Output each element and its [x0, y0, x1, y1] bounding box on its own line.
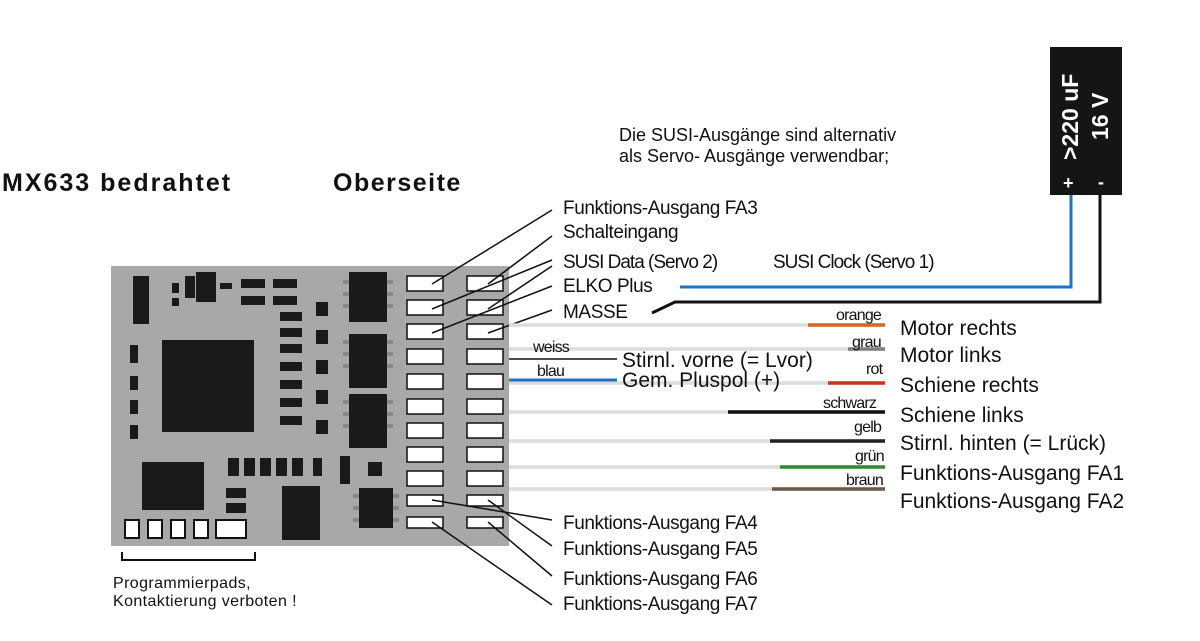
label-fa2: Funktions-Ausgang FA2: [900, 490, 1124, 513]
label-fa7: Funktions-Ausgang FA7: [563, 594, 757, 615]
label-fa1: Funktions-Ausgang FA1: [900, 462, 1124, 485]
diagram-subtitle: Oberseite: [333, 169, 462, 197]
label-elko-plus: ELKO Plus: [563, 276, 652, 297]
elko-plus-wire: [680, 195, 1073, 289]
prog-pad: [170, 519, 186, 539]
label-fa5: Funktions-Ausgang FA5: [563, 539, 757, 560]
decoder-board: [111, 266, 509, 546]
label-susi-data: SUSI Data (Servo 2): [563, 252, 718, 273]
label-stirnl-hinten: Stirnl. hinten (= Lrück): [900, 432, 1106, 455]
label-masse: MASSE: [563, 302, 628, 323]
capacitor-minus: -: [1098, 172, 1104, 192]
label-fa4: Funktions-Ausgang FA4: [563, 513, 758, 534]
label-schiene-links: Schiene links: [900, 404, 1024, 427]
capacitor: >220 uF 16 V + -: [1050, 47, 1122, 195]
wire-color-weiss: weiss: [532, 339, 570, 356]
label-stirnl-vorne: Stirnl. vorne (= Lvor): [622, 349, 813, 372]
prog-pad: [124, 519, 140, 539]
prog-pads-bracket: [121, 552, 256, 561]
wire-color-grau: grau: [852, 334, 881, 351]
prog-pads-label-line2: Kontaktierung verboten !: [113, 593, 297, 610]
label-schalteingang: Schalteingang: [563, 222, 678, 243]
capacitor-voltage: 16 V: [1087, 92, 1113, 140]
label-gem-pluspol: Gem. Pluspol (+): [622, 369, 780, 392]
capacitor-body: [1050, 47, 1122, 195]
main-chip: [162, 340, 254, 432]
wire-color-blau: blau: [537, 363, 564, 380]
susi-note-line1: Die SUSI-Ausgänge sind alternativ: [619, 125, 896, 145]
label-schiene-rechts: Schiene rechts: [900, 374, 1039, 397]
prog-pad: [147, 519, 163, 539]
label-motor-links: Motor links: [900, 344, 1002, 367]
label-motor-rechts: Motor rechts: [900, 317, 1017, 340]
diagram-title: MX633 bedrahtet: [2, 169, 232, 197]
prog-pad: [215, 519, 247, 539]
wire-color-rot: rot: [866, 361, 884, 378]
capacitor-plus: +: [1063, 173, 1074, 193]
wire-color-gruen: grün: [855, 448, 884, 465]
wire-color-schwarz: schwarz: [823, 395, 877, 412]
label-fa6: Funktions-Ausgang FA6: [563, 569, 757, 590]
wire-color-gelb: gelb: [854, 419, 882, 436]
susi-note-line2: als Servo- Ausgänge verwendbar;: [619, 146, 889, 166]
wire-color-braun: braun: [846, 472, 883, 489]
label-fa3: Funktions-Ausgang FA3: [563, 198, 757, 219]
wire-color-orange: orange: [836, 307, 882, 324]
prog-pad: [193, 519, 209, 539]
label-susi-clock: SUSI Clock (Servo 1): [773, 252, 934, 273]
prog-pads-label-line1: Programmierpads,: [113, 575, 251, 592]
capacitor-value: >220 uF: [1057, 74, 1083, 160]
capacitor-minus-wire: [651, 195, 1102, 315]
